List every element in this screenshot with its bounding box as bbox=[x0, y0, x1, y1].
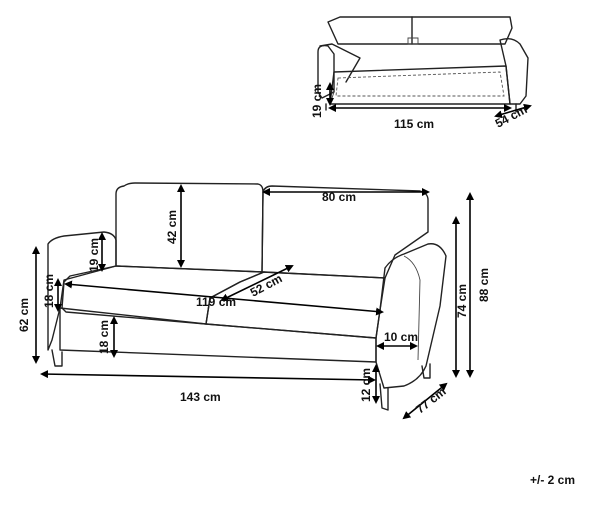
seat-height-label: 62 cm bbox=[17, 298, 31, 332]
storage-view-drawing bbox=[317, 16, 529, 113]
leg-height-label: 12 cm bbox=[359, 368, 373, 402]
storage-length-label: 115 cm bbox=[394, 117, 434, 131]
arm-width-label: 10 cm bbox=[384, 330, 418, 344]
seat-thickness-label: 18 cm bbox=[42, 274, 56, 308]
seat-depth-label: 52 cm bbox=[248, 271, 285, 299]
storage-depth-label: 54 cm bbox=[493, 102, 530, 130]
seat-width-label: 119 cm bbox=[196, 295, 236, 309]
storage-height-label: 19 cm bbox=[310, 84, 324, 118]
arm-height-label: 74 cm bbox=[455, 284, 469, 318]
tolerance-note: +/- 2 cm bbox=[530, 473, 575, 487]
depth-label: 77 cm bbox=[413, 384, 448, 416]
sofa-dimension-arrows bbox=[32, 184, 474, 420]
backrest-height-label: 42 cm bbox=[165, 210, 179, 244]
total-width-label: 143 cm bbox=[180, 390, 221, 404]
arm-above-seat-label: 19 cm bbox=[87, 238, 101, 272]
backrest-width-label: 80 cm bbox=[322, 190, 356, 204]
storage-dimensions bbox=[326, 82, 532, 119]
total-height-label: 88 cm bbox=[477, 268, 491, 302]
base-height-label: 18 cm bbox=[97, 320, 111, 354]
